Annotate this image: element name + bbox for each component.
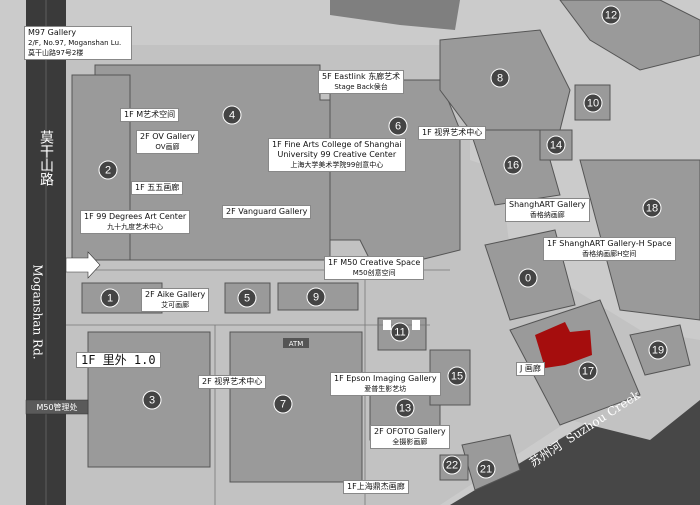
- building-number-4: [222, 105, 242, 125]
- label-m50-creative-space[interactable]: 1F M50 Creative Space M50创意空间: [324, 256, 425, 280]
- label-fine-arts-college[interactable]: 1F Fine Arts College of Shanghai Univers…: [268, 138, 406, 172]
- building-number-11: [390, 322, 410, 342]
- label-dingjie-gallery[interactable]: 1F上海鼎杰画廊: [343, 480, 409, 494]
- building-number-text-9: 9: [313, 292, 319, 304]
- building-number-text-14: 14: [550, 140, 562, 152]
- building-number-10: [583, 93, 603, 113]
- building-12[interactable]: [559, 0, 700, 71]
- building-number-text-2: 2: [105, 165, 111, 177]
- building-number-19: [648, 340, 668, 360]
- building-7[interactable]: [229, 331, 363, 483]
- restroom-icon: [383, 320, 420, 330]
- label-m97-gallery[interactable]: M97 Gallery 2/F, No.97, Moganshan Lu. 莫干…: [24, 26, 132, 60]
- building-number-21: [476, 459, 496, 479]
- building-number-text-12: 12: [605, 10, 617, 22]
- building-number-5: [237, 288, 257, 308]
- building-5[interactable]: [224, 282, 271, 314]
- label-aike-gallery[interactable]: 2F Aike Gallery 艾可画廊: [141, 288, 210, 312]
- building-number-text-7: 7: [280, 399, 286, 411]
- building-number-text-17: 17: [582, 366, 594, 378]
- building-number-text-22: 22: [446, 460, 458, 472]
- building-number-7: [273, 394, 293, 414]
- building-number-1: [100, 288, 120, 308]
- building-number-text-15: 15: [451, 371, 463, 383]
- label-shanghart-gallery[interactable]: ShanghART Gallery 香格纳画廊: [505, 198, 590, 222]
- label-vanguard-gallery[interactable]: 2F Vanguard Gallery: [222, 205, 312, 219]
- building-number-text-19: 19: [652, 345, 664, 357]
- building-number-text-6: 6: [395, 121, 401, 133]
- building-number-18: [642, 198, 662, 218]
- building-number-14: [546, 135, 566, 155]
- building-number-8: [490, 68, 510, 88]
- building-number-text-0: 0: [525, 273, 531, 285]
- label-ov-gallery[interactable]: 2F OV Gallery OV画廊: [136, 130, 199, 154]
- label-liwai[interactable]: 1F 里外 1.0: [76, 352, 161, 368]
- building-number-9: [306, 287, 326, 307]
- atm-label: ATM: [289, 340, 304, 348]
- building-number-text-21: 21: [480, 464, 492, 476]
- building-number-text-8: 8: [497, 73, 503, 85]
- building-number-text-10: 10: [587, 98, 599, 110]
- building-number-13: [395, 398, 415, 418]
- highlight-building: [535, 322, 592, 368]
- m50-office-label: M50管理处: [36, 402, 77, 412]
- building-number-text-16: 16: [507, 160, 519, 172]
- building-number-text-1: 1: [107, 293, 113, 305]
- road-name-en-text: Moganshan Rd.: [30, 264, 45, 360]
- label-j-gallery[interactable]: J 画廊: [516, 362, 545, 376]
- building-number-12: [601, 5, 621, 25]
- building-number-6: [388, 116, 408, 136]
- building-number-text-11: 11: [394, 327, 405, 339]
- building-number-text-13: 13: [399, 403, 411, 415]
- building-number-0: [518, 268, 538, 288]
- building-number-text-3: 3: [149, 395, 155, 407]
- label-shijie-art-center-2f[interactable]: 2F 视界艺术中心: [198, 375, 267, 389]
- building-number-3: [142, 390, 162, 410]
- building-number-2: [98, 160, 118, 180]
- building-number-17: [578, 361, 598, 381]
- label-99-degrees[interactable]: 1F 99 Degrees Art Center 九十九度艺术中心: [80, 210, 191, 234]
- building-17[interactable]: [509, 299, 641, 426]
- building-number-22: [442, 455, 462, 475]
- label-ofoto-gallery[interactable]: 2F OFOTO Gallery 全摄影画廊: [370, 425, 450, 449]
- road-name-cn: 莫干山路: [38, 130, 54, 186]
- building-number-text-18: 18: [646, 203, 658, 215]
- label-shijie-art-center-1f[interactable]: 1F 视界艺术中心: [418, 126, 487, 140]
- building-number-15: [447, 366, 467, 386]
- building-number-text-5: 5: [244, 293, 250, 305]
- label-eastlink[interactable]: 5F Eastlink 东廊艺术 Stage Back侯台: [318, 70, 405, 94]
- entrance-arrow-icon: [65, 251, 101, 279]
- building-number-text-4: 4: [229, 110, 235, 122]
- label-m-art-space[interactable]: 1F M艺术空间: [120, 108, 180, 122]
- label-epson-gallery[interactable]: 1F Epson Imaging Gallery 爱普生影艺坊: [330, 372, 441, 396]
- label-wuwu-gallery[interactable]: 1F 五五画廊: [131, 181, 184, 195]
- label-shanghart-h-space[interactable]: 1F ShanghART Gallery-H Space 香格纳画廊H空间: [543, 237, 676, 261]
- moganshan-road: [26, 0, 66, 505]
- building-number-16: [503, 155, 523, 175]
